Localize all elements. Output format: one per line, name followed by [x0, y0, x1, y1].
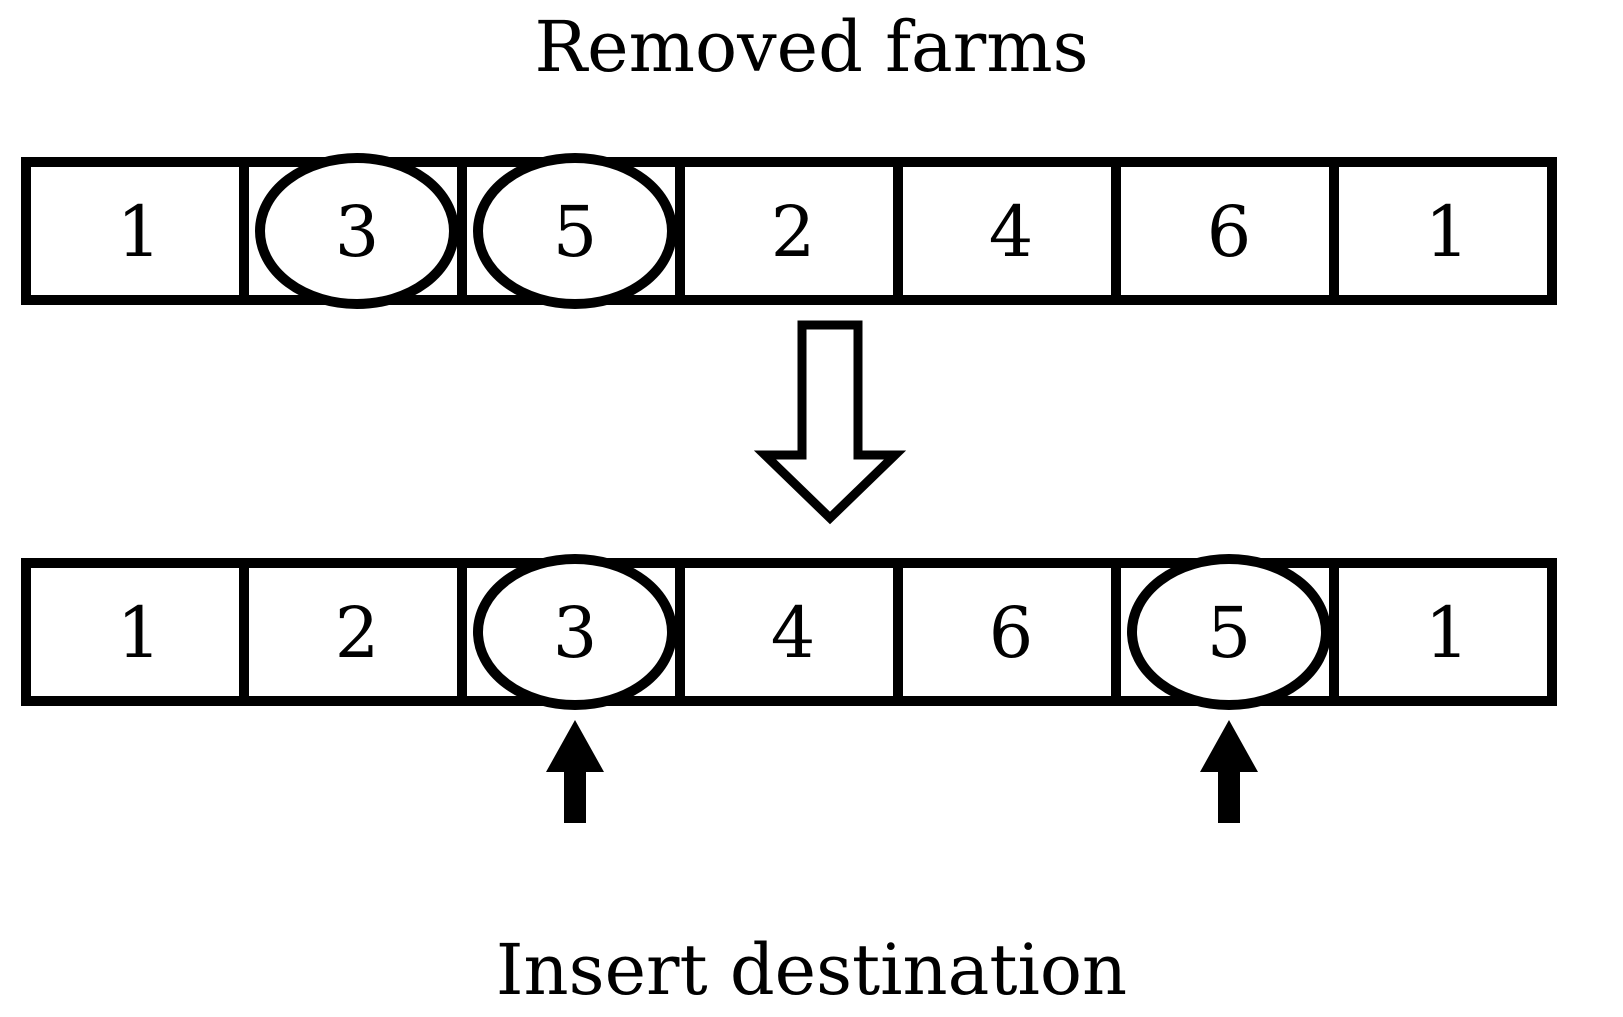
farm-number-before-7: 1 — [1425, 191, 1470, 273]
farm-number-before-3: 5 — [553, 191, 598, 273]
farm-number-before-2: 3 — [335, 191, 380, 273]
cell-box-before-6 — [1111, 157, 1339, 305]
route-before-removal: 1 3 5 2 4 6 1 — [21, 153, 1557, 309]
circled-farm-before-3 — [473, 153, 677, 309]
cell-box-before-7 — [1329, 157, 1557, 305]
farm-number-after-1: 1 — [117, 592, 162, 674]
insert-marker-arrow-icon — [1200, 720, 1258, 823]
farm-number-after-2: 2 — [335, 592, 380, 674]
insert-markers — [546, 720, 1258, 823]
circled-farm-after-6 — [1127, 554, 1331, 710]
circled-farm-before-2 — [255, 153, 459, 309]
farm-number-before-1: 1 — [117, 191, 162, 273]
farm-number-before-6: 6 — [1207, 191, 1252, 273]
insert-destination-caption: Insert destination — [495, 929, 1128, 1011]
hollow-down-arrow-icon — [753, 320, 907, 525]
circled-farm-after-3 — [473, 554, 677, 710]
removed-farms-caption: Removed farms — [534, 6, 1089, 88]
cell-box-before-5 — [893, 157, 1121, 305]
cell-box-after-2 — [239, 558, 467, 706]
farm-number-before-4: 2 — [771, 191, 816, 273]
insert-marker-arrow-icon — [546, 720, 604, 823]
route-after-insertion: 1 2 3 4 6 5 1 — [21, 554, 1557, 710]
cell-box-before-4 — [675, 157, 903, 305]
farm-number-after-6: 5 — [1207, 592, 1252, 674]
farm-number-after-4: 4 — [771, 592, 816, 674]
farm-number-after-5: 6 — [989, 592, 1034, 674]
cell-box-before-1 — [21, 157, 249, 305]
farm-number-after-7: 1 — [1425, 592, 1470, 674]
farm-number-before-5: 4 — [989, 191, 1034, 273]
farm-number-after-3: 3 — [553, 592, 598, 674]
cell-box-after-7 — [1329, 558, 1557, 706]
cell-box-after-4 — [675, 558, 903, 706]
transition-arrow — [753, 320, 907, 525]
